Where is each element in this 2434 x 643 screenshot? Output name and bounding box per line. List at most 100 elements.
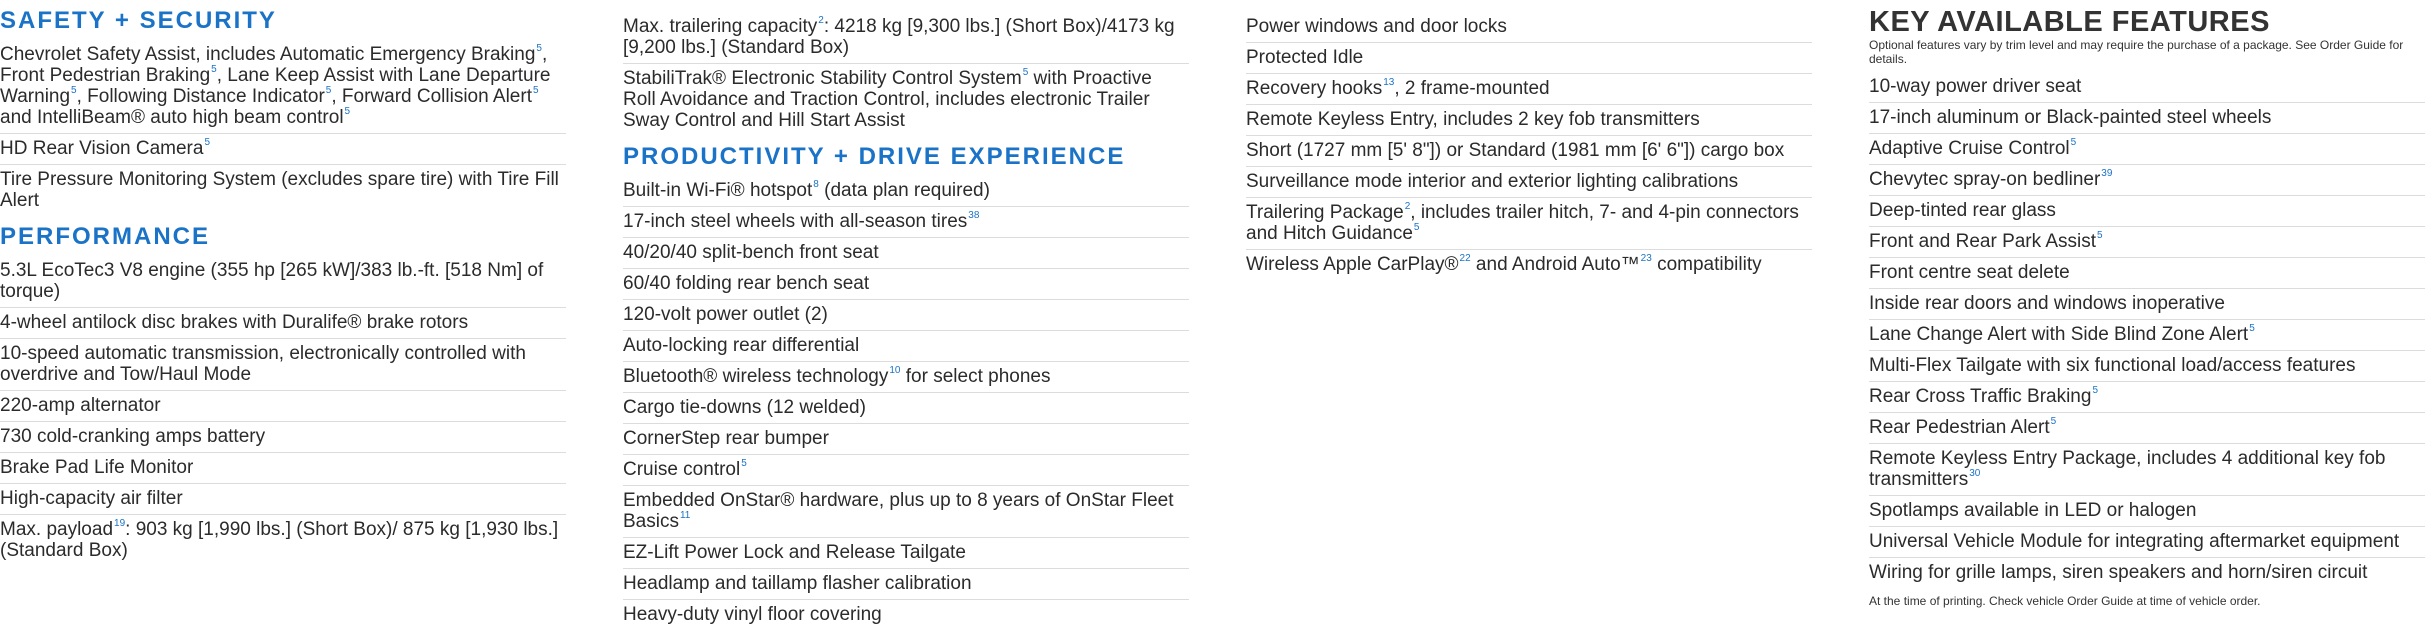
list-item: High-capacity air filter: [0, 484, 566, 515]
footnote-ref: 5: [325, 85, 332, 96]
item-text: 730 cold-cranking amps battery: [0, 426, 266, 447]
item-text: Tire Pressure Monitoring System (exclude…: [0, 169, 559, 211]
item-text: , includes trailer hitch, 7- and 4-pin c…: [1246, 202, 1799, 244]
list-item: Deep-tinted rear glass: [1869, 196, 2425, 227]
item-text: Rear Pedestrian Alert: [1869, 417, 2050, 438]
item-text: Rear Cross Traffic Braking: [1869, 386, 2092, 407]
footnote-ref: 5: [71, 85, 77, 96]
item-text: , Lane Keep Assist with Lane Departure W…: [0, 65, 551, 107]
footnote-ref: 8: [813, 179, 819, 190]
list-item: Chevytec spray-on bedliner39: [1869, 165, 2425, 196]
footnote-ref: 2: [1404, 201, 1411, 212]
performance-continued-list: Max. trailering capacity2: 4218 kg [9,30…: [623, 12, 1189, 136]
footnote-ref: 38: [968, 210, 980, 221]
list-item: Spotlamps available in LED or halogen: [1869, 496, 2425, 527]
list-item: Inside rear doors and windows inoperativ…: [1869, 289, 2425, 320]
productivity-list: Built-in Wi-Fi® hotspot8 (data plan requ…: [623, 176, 1189, 630]
item-text: Wiring for grille lamps, siren speakers …: [1869, 562, 2368, 583]
list-item: Wiring for grille lamps, siren speakers …: [1869, 558, 2425, 588]
item-text: 17-inch steel wheels with all-season tir…: [623, 211, 968, 232]
safety-list: Chevrolet Safety Assist, includes Automa…: [0, 40, 566, 216]
footnote-ref: 5: [1022, 67, 1029, 78]
list-item: Remote Keyless Entry, includes 2 key fob…: [1246, 105, 1812, 136]
key-features-subtitle: Optional features vary by trim level and…: [1869, 38, 2404, 66]
list-item: Cruise control5: [623, 455, 1189, 486]
footnote-ref: 10: [889, 365, 901, 376]
item-text: StabiliTrak® Electronic Stability Contro…: [623, 68, 1022, 89]
footnote-ref: 13: [1383, 77, 1395, 88]
list-item: Built-in Wi-Fi® hotspot8 (data plan requ…: [623, 176, 1189, 207]
list-item: Remote Keyless Entry Package, includes 4…: [1869, 444, 2425, 496]
item-text: 10-way power driver seat: [1869, 76, 2082, 97]
item-text: HD Rear Vision Camera: [0, 138, 204, 159]
column-4: KEY AVAILABLE FEATURES Optional features…: [1869, 0, 2425, 608]
item-text: Short (1727 mm [5' 8"]) or Standard (198…: [1246, 140, 1785, 161]
list-item: 17-inch steel wheels with all-season tir…: [623, 207, 1189, 238]
footnote-ref: 23: [1640, 253, 1652, 264]
item-text: Cruise control: [623, 459, 741, 480]
item-text: Power windows and door locks: [1246, 16, 1507, 37]
item-text: Embedded OnStar® hardware, plus up to 8 …: [623, 490, 1174, 532]
list-item: 220-amp alternator: [0, 391, 566, 422]
item-text: Inside rear doors and windows inoperativ…: [1869, 293, 2225, 314]
list-item: Adaptive Cruise Control5: [1869, 134, 2425, 165]
item-text: EZ-Lift Power Lock and Release Tailgate: [623, 542, 966, 563]
footnote-ref: 5: [2050, 416, 2057, 427]
item-text: Headlamp and taillamp flasher calibratio…: [623, 573, 972, 594]
item-text: Universal Vehicle Module for integrating…: [1869, 531, 2400, 552]
section-title-productivity: PRODUCTIVITY + DRIVE EXPERIENCE: [623, 143, 1126, 170]
list-item: Wireless Apple CarPlay®22 and Android Au…: [1246, 250, 1812, 280]
list-item: HD Rear Vision Camera5: [0, 134, 566, 165]
item-text: Chevrolet Safety Assist, includes Automa…: [0, 44, 536, 65]
item-text: Recovery hooks: [1246, 78, 1383, 99]
item-text: 5.3L EcoTec3 V8 engine (355 hp [265 kW]/…: [0, 260, 544, 302]
list-item: 60/40 folding rear bench seat: [623, 269, 1189, 300]
footnote-ref: 5: [2070, 137, 2077, 148]
item-text: (data plan required): [818, 180, 990, 201]
footnote-ref: 5: [1413, 222, 1420, 233]
item-text: Cargo tie-downs (12 welded): [623, 397, 866, 418]
item-text: High-capacity air filter: [0, 488, 183, 509]
item-text: Remote Keyless Entry Package, includes 4…: [1869, 448, 2386, 490]
footnote: At the time of printing. Check vehicle O…: [1869, 594, 2261, 608]
item-text: Lane Change Alert with Side Blind Zone A…: [1869, 324, 2249, 345]
list-item: Cargo tie-downs (12 welded): [623, 393, 1189, 424]
footnote-ref: 5: [211, 64, 217, 75]
item-text: Brake Pad Life Monitor: [0, 457, 194, 478]
list-item: Max. payload19: 903 kg [1,990 lbs.] (Sho…: [0, 515, 566, 566]
item-text: compatibility: [1651, 254, 1762, 275]
item-text: , Front Pedestrian Braking: [0, 44, 548, 86]
item-text: , 2 frame-mounted: [1394, 78, 1550, 99]
item-text: 17-inch aluminum or Black-painted steel …: [1869, 107, 2272, 128]
list-item: Multi-Flex Tailgate with six functional …: [1869, 351, 2425, 382]
item-text: Deep-tinted rear glass: [1869, 200, 2056, 221]
item-text: 4-wheel antilock disc brakes with Durali…: [0, 312, 469, 333]
footnote-ref: 2: [818, 15, 824, 26]
footnote-ref: 19: [114, 518, 126, 529]
footnote-ref: 5: [204, 137, 211, 148]
list-item: Chevrolet Safety Assist, includes Automa…: [0, 40, 566, 134]
list-item: Universal Vehicle Module for integrating…: [1869, 527, 2425, 558]
item-text: Heavy-duty vinyl floor covering: [623, 604, 882, 625]
list-item: 5.3L EcoTec3 V8 engine (355 hp [265 kW]/…: [0, 256, 566, 308]
item-text: Spotlamps available in LED or halogen: [1869, 500, 2197, 521]
list-item: 4-wheel antilock disc brakes with Durali…: [0, 308, 566, 339]
section-title-performance: PERFORMANCE: [0, 223, 211, 250]
item-text: Max. payload: [0, 519, 114, 540]
list-item: Tire Pressure Monitoring System (exclude…: [0, 165, 566, 216]
footnote-ref: 5: [741, 458, 747, 469]
item-text: CornerStep rear bumper: [623, 428, 829, 449]
item-text: Surveillance mode interior and exterior …: [1246, 171, 1739, 192]
item-text: and Android Auto™: [1470, 254, 1640, 275]
key-features-title: KEY AVAILABLE FEATURES: [1869, 6, 2270, 38]
key-features-list: 10-way power driver seat 17-inch aluminum…: [1869, 72, 2425, 588]
section-title-safety: SAFETY + SECURITY: [0, 7, 277, 34]
list-item: Embedded OnStar® hardware, plus up to 8 …: [623, 486, 1189, 538]
footnote-ref: 5: [2092, 385, 2099, 396]
item-text: Chevytec spray-on bedliner: [1869, 169, 2101, 190]
list-item: Recovery hooks13, 2 frame-mounted: [1246, 74, 1812, 105]
footnote-ref: 11: [679, 510, 691, 521]
item-text: 40/20/40 split-bench front seat: [623, 242, 879, 263]
footnote-ref: 22: [1459, 253, 1471, 264]
